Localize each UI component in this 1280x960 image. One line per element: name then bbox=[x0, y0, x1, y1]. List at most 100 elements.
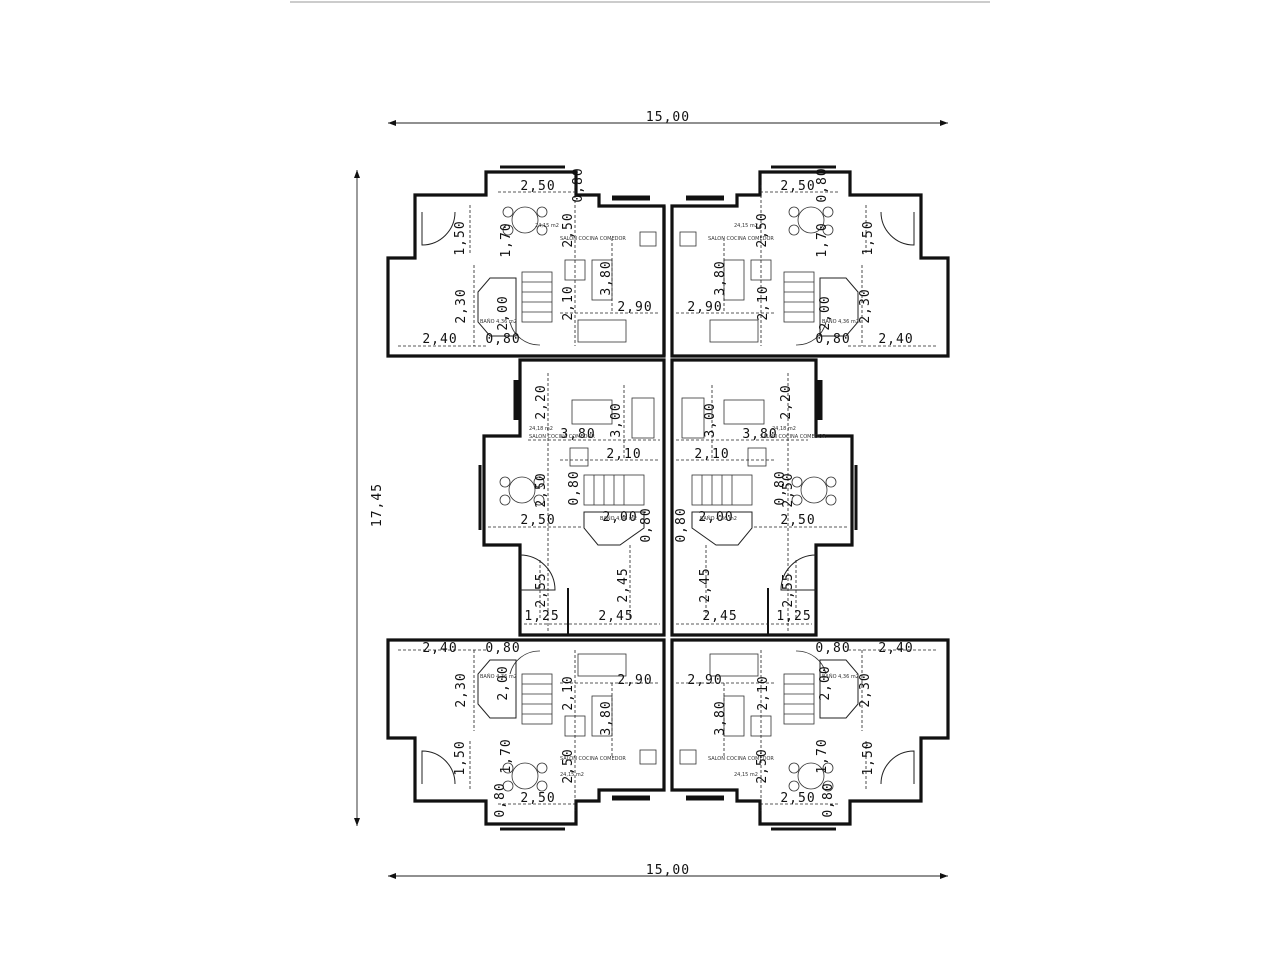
unit-middle-right-dim-12: 2,45 bbox=[702, 609, 737, 624]
unit-bottom-left-dim-5: 2,90 bbox=[617, 673, 652, 688]
unit-middle-right-dim-4: 0,80 bbox=[773, 470, 788, 505]
unit-top-right-room: SALON COCINA COMEDOR bbox=[708, 236, 774, 242]
unit-bottom-right-dim-2: 2,30 bbox=[858, 672, 873, 707]
unit-top-left-dim-8: 2,00 bbox=[496, 295, 511, 330]
unit-top-left-dim-11: 0,80 bbox=[485, 332, 520, 347]
unit-top-right-dim-3: 1,50 bbox=[861, 220, 876, 255]
unit-middle-right-dim-5: 2,50 bbox=[781, 472, 796, 507]
unit-middle-left-dim-2: 3,80 bbox=[560, 427, 595, 442]
unit-bottom-right-dim-10: 0,80 bbox=[821, 782, 836, 817]
unit-top-right-dim-9: 2,10 bbox=[756, 285, 771, 320]
overall-height-label: 17,45 bbox=[370, 483, 385, 527]
unit-top-left-dim-1: 0,80 bbox=[571, 167, 586, 202]
unit-top-left-dim-4: 2,50 bbox=[561, 212, 576, 247]
unit-bottom-left-dim-8: 1,70 bbox=[499, 738, 514, 773]
unit-top-right-dim-2: 1,70 bbox=[815, 222, 830, 257]
unit-bottom-right-dim-4: 2,10 bbox=[756, 675, 771, 710]
unit-middle-right-dim-7: 2,00 bbox=[698, 510, 733, 525]
unit-middle-left-dim-8: 0,80 bbox=[639, 507, 654, 542]
unit-middle-left-area: 24,18 m2 bbox=[529, 426, 553, 432]
unit-middle-right-dim-2: 3,80 bbox=[742, 427, 777, 442]
unit-top-left-dim-3: 1,50 bbox=[453, 220, 468, 255]
unit-middle-left-dim-10: 2,45 bbox=[616, 567, 631, 602]
unit-middle-right-dim-3: 2,10 bbox=[694, 447, 729, 462]
unit-top-right-dim-6: 2,90 bbox=[687, 300, 722, 315]
unit-middle-left-dim-3: 2,10 bbox=[606, 447, 641, 462]
overall-height-left: 17,45 bbox=[354, 170, 385, 826]
unit-top-right: 2,50 0,80 1,70 1,50 2,50 3,80 2,90 2,30 … bbox=[670, 165, 950, 358]
unit-bottom-left-dim-3: 2,00 bbox=[496, 665, 511, 700]
unit-bottom-left-dim-0: 2,40 bbox=[422, 641, 457, 656]
unit-middle-right-dim-10: 2,45 bbox=[698, 567, 713, 602]
unit-middle-right-dim-8: 0,80 bbox=[674, 507, 689, 542]
unit-bottom-right-room: SALON COCINA COMEDOR bbox=[708, 756, 774, 762]
unit-top-right-area: 24,15 m2 bbox=[734, 223, 758, 229]
unit-bottom-left-dim-2: 2,30 bbox=[454, 672, 469, 707]
unit-bottom-left-dim-9: 2,50 bbox=[561, 748, 576, 783]
unit-middle-right-dim-1: 3,00 bbox=[703, 402, 718, 437]
unit-top-right-dim-5: 3,80 bbox=[713, 260, 728, 295]
unit-bottom-right-dim-8: 1,70 bbox=[815, 738, 830, 773]
unit-top-left-dim-2: 1,70 bbox=[499, 222, 514, 257]
unit-top-left-dim-7: 2,30 bbox=[454, 288, 469, 323]
overall-width-top: 15,00 bbox=[388, 110, 948, 126]
unit-middle-left-room: SALON COCINA COMEDOR bbox=[529, 434, 595, 440]
unit-top-right-dim-7: 2,30 bbox=[858, 288, 873, 323]
unit-top-right-dim-10: 2,40 bbox=[878, 332, 913, 347]
unit-top-left-dim-0: 2,50 bbox=[520, 179, 555, 194]
unit-middle-right-room: SALON COCINA COMEDOR bbox=[760, 434, 826, 440]
unit-bottom-right-dim-11: 2,50 bbox=[780, 791, 815, 806]
unit-middle-right: 2,20 3,00 3,80 2,10 0,80 2,50 2,50 2,00 … bbox=[670, 358, 858, 637]
unit-middle-right-bath: BAÑO 4,36 m2 bbox=[700, 515, 737, 522]
unit-bottom-right-dim-1: 0,80 bbox=[815, 641, 850, 656]
unit-top-left-dim-9: 2,10 bbox=[561, 285, 576, 320]
unit-middle-right-dim-9: 2,55 bbox=[781, 572, 796, 607]
unit-middle-left-dim-5: 2,50 bbox=[534, 472, 549, 507]
unit-middle-left: 2,20 3,00 3,80 2,10 0,80 2,50 2,50 2,00 … bbox=[478, 358, 666, 637]
unit-bottom-right-area: 24,15 m2 bbox=[734, 772, 758, 778]
unit-middle-left-dim-0: 2,20 bbox=[534, 384, 549, 419]
unit-bottom-right-dim-3: 2,00 bbox=[818, 665, 833, 700]
unit-middle-left-bath: BAÑO 4,36 m2 bbox=[600, 515, 637, 522]
unit-bottom-left-dim-7: 1,50 bbox=[453, 740, 468, 775]
unit-middle-left-dim-4: 0,80 bbox=[567, 470, 582, 505]
unit-top-right-dim-1: 0,80 bbox=[815, 167, 830, 202]
unit-middle-right-dim-11: 1,25 bbox=[776, 609, 811, 624]
unit-top-left-area: 24,15 m2 bbox=[535, 223, 559, 229]
unit-bottom-left-dim-10: 0,80 bbox=[493, 782, 508, 817]
unit-middle-left-dim-9: 2,55 bbox=[534, 572, 549, 607]
unit-top-right-dim-11: 0,80 bbox=[815, 332, 850, 347]
unit-top-right-dim-4: 2,50 bbox=[755, 212, 770, 247]
unit-top-right-bath: BAÑO 4,36 m2 bbox=[822, 318, 859, 325]
unit-bottom-left: 2,40 0,80 2,30 2,00 2,10 2,90 3,80 1,50 … bbox=[386, 638, 666, 831]
unit-top-left-dim-5: 3,80 bbox=[599, 260, 614, 295]
unit-top-left-room: SALON COCINA COMEDOR bbox=[560, 236, 626, 242]
unit-top-left: 2,50 0,80 1,70 1,50 2,50 3,80 2,90 2,30 … bbox=[386, 165, 666, 358]
unit-bottom-right-dim-5: 2,90 bbox=[687, 673, 722, 688]
unit-bottom-right-bath: BAÑO 4,36 m2 bbox=[822, 673, 859, 680]
unit-middle-left-dim-7: 2,00 bbox=[602, 510, 637, 525]
unit-bottom-left-dim-6: 3,80 bbox=[599, 700, 614, 735]
unit-bottom-right-dim-9: 2,50 bbox=[755, 748, 770, 783]
unit-bottom-right-dim-6: 3,80 bbox=[713, 700, 728, 735]
unit-middle-left-dim-12: 2,45 bbox=[598, 609, 633, 624]
unit-middle-right-dim-0: 2,20 bbox=[779, 384, 794, 419]
overall-width-top-label: 15,00 bbox=[646, 110, 690, 125]
unit-bottom-right-dim-7: 1,50 bbox=[861, 740, 876, 775]
unit-top-left-dim-6: 2,90 bbox=[617, 300, 652, 315]
unit-bottom-left-dim-4: 2,10 bbox=[561, 675, 576, 710]
unit-bottom-left-dim-11: 2,50 bbox=[520, 791, 555, 806]
unit-middle-right-dim-6: 2,50 bbox=[780, 513, 815, 528]
unit-bottom-left-room: SALON COCINA COMEDOR bbox=[560, 756, 626, 762]
unit-bottom-left-bath: BAÑO 4,36 m2 bbox=[480, 673, 517, 680]
unit-top-left-bath: BAÑO 4,36 m2 bbox=[480, 318, 517, 325]
unit-middle-left-dim-1: 3,00 bbox=[609, 402, 624, 437]
unit-bottom-right-dim-0: 2,40 bbox=[878, 641, 913, 656]
unit-bottom-right: 2,40 0,80 2,30 2,00 2,10 2,90 3,80 1,50 … bbox=[670, 638, 950, 831]
unit-middle-left-dim-6: 2,50 bbox=[520, 513, 555, 528]
unit-top-right-dim-0: 2,50 bbox=[780, 179, 815, 194]
unit-top-right-dim-8: 2,00 bbox=[818, 295, 833, 330]
overall-width-bottom: 15,00 bbox=[388, 863, 948, 879]
unit-bottom-left-dim-1: 0,80 bbox=[485, 641, 520, 656]
